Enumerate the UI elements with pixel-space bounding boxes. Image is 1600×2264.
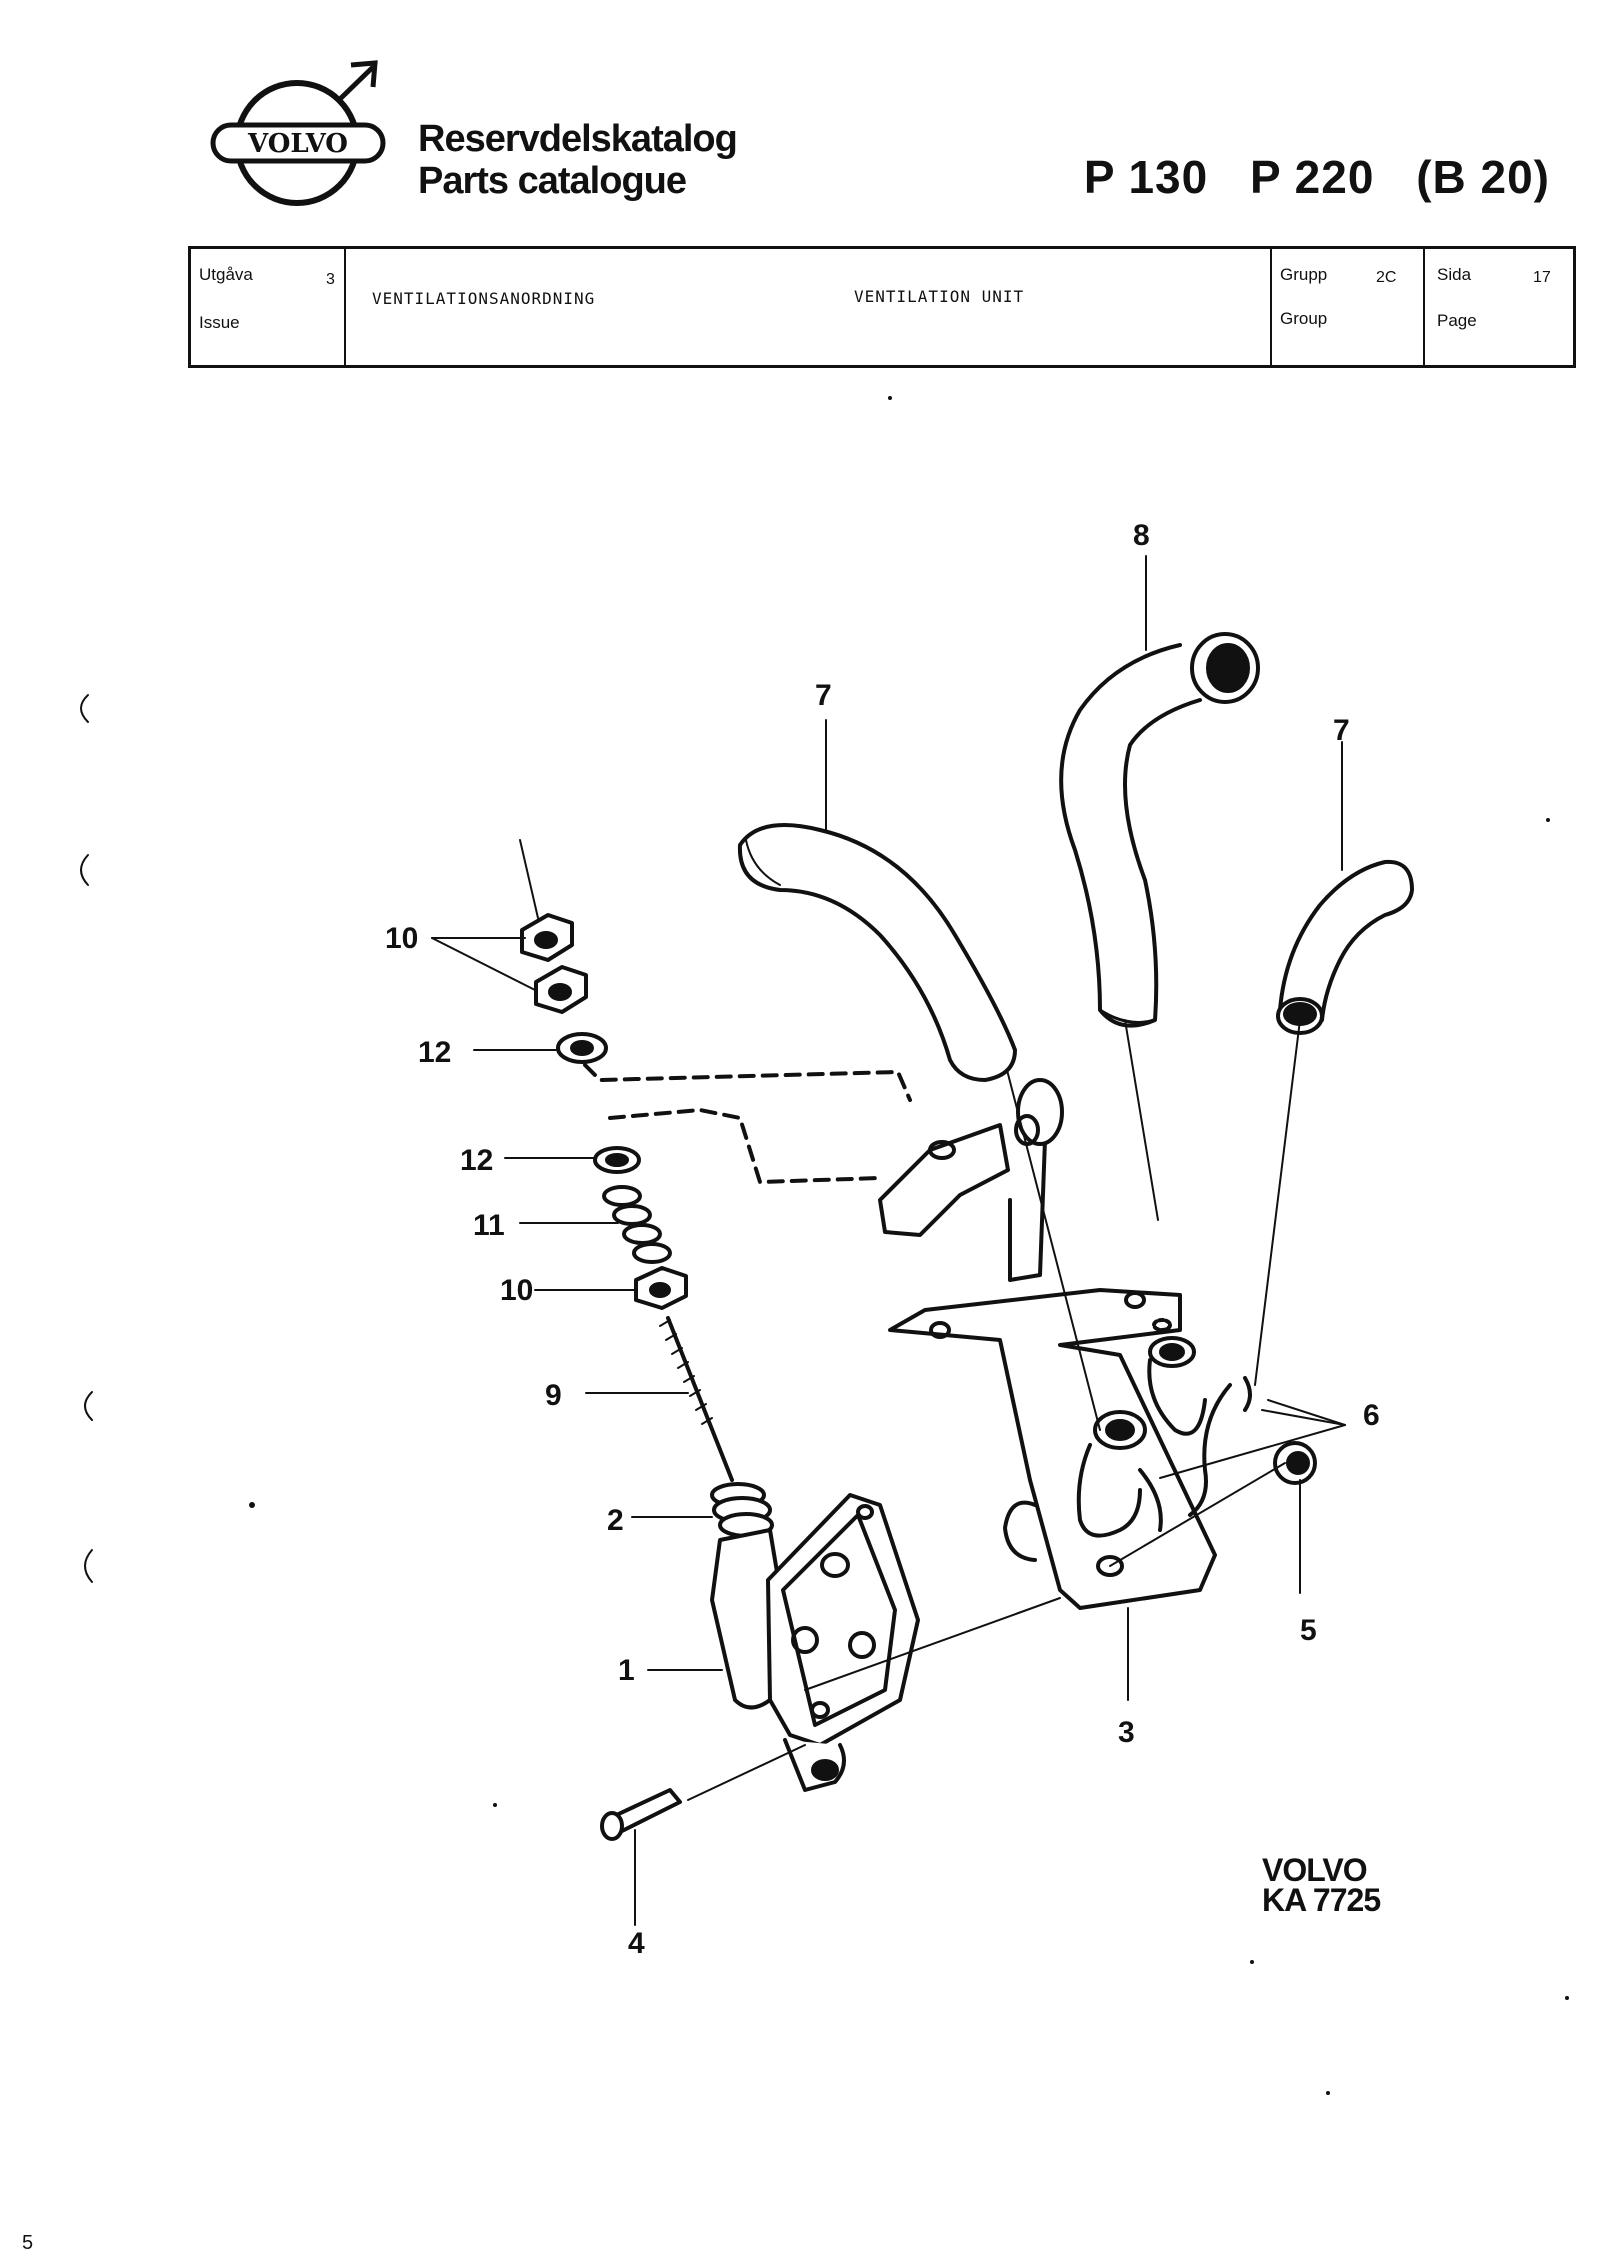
- model-designation: P 130 P 220 (B 20): [1056, 150, 1550, 204]
- group-value: 2C: [1376, 269, 1397, 286]
- callout-6: 6: [1363, 1399, 1380, 1432]
- description-sv: VENTILATIONSANORDNING: [372, 289, 596, 308]
- dashed-assembly-lines: [583, 1063, 912, 1184]
- callout-10-top: 10: [385, 922, 418, 955]
- page-value: 17: [1533, 269, 1551, 286]
- callout-5: 5: [1300, 1614, 1317, 1647]
- reference-line-2: KA 7725: [1262, 1882, 1381, 1918]
- callout-9: 9: [545, 1379, 562, 1412]
- description-cell: VENTILATIONSANORDNING VENTILATION UNIT: [346, 249, 1272, 365]
- callout-8: 8: [1133, 519, 1150, 552]
- page-cell: Sida 17 Page: [1425, 249, 1573, 365]
- group-label-sv: Grupp: [1280, 265, 1328, 284]
- catalogue-title-sv: Reservdelskatalog: [418, 118, 738, 160]
- callout-12-lower: 12: [460, 1144, 493, 1177]
- binding-hole-marks: [80, 694, 93, 1583]
- callout-7-left: 7: [815, 679, 832, 712]
- model-1: P 130: [1083, 151, 1209, 203]
- callout-labels: 8 7 7 10 12 12 11 10 9 6 2 5 1 3 4: [385, 519, 1380, 1960]
- part-5-washer: [1273, 1441, 1317, 1485]
- part-2-seal: [710, 1482, 774, 1538]
- part-9-threaded-rod: [659, 1316, 734, 1482]
- callout-4: 4: [628, 1927, 645, 1960]
- part-bracket-upper: [878, 1078, 1064, 1282]
- part-12-washer-lower: [593, 1146, 641, 1174]
- reference-line-1: VOLVO: [1262, 1852, 1368, 1888]
- model-2: P 220: [1250, 151, 1375, 203]
- volvo-logo: VOLVO: [210, 60, 386, 206]
- part-7-hose-left: [737, 823, 1017, 1082]
- drawing-reference: VOLVO KA 7725: [1262, 1852, 1381, 1918]
- logo-wordmark: VOLVO: [247, 129, 348, 159]
- part-4-bolt: [600, 1788, 682, 1841]
- issue-cell: Utgåva 3 Issue: [191, 249, 346, 365]
- part-10-nuts-top: [520, 913, 588, 1014]
- group-cell: Grupp 2C Group: [1272, 249, 1425, 365]
- issue-label-sv: Utgåva: [199, 265, 253, 284]
- callout-7-right: 7: [1333, 714, 1350, 747]
- callout-10-lower: 10: [500, 1274, 533, 1307]
- part-7-hose-right: [1276, 859, 1414, 1035]
- part-6-elbows: [1076, 1318, 1252, 1538]
- callout-11: 11: [473, 1209, 505, 1242]
- part-8-hose-middle: [1059, 632, 1260, 1028]
- footer-mark: 5: [22, 2232, 34, 2254]
- part-12-washer-top: [556, 1032, 608, 1064]
- description-en: VENTILATION UNIT: [854, 287, 1025, 306]
- callout-2: 2: [607, 1504, 624, 1537]
- issue-value: 3: [326, 271, 335, 288]
- scan-specks: [249, 396, 1569, 2095]
- callout-3: 3: [1118, 1716, 1135, 1749]
- engine-code: (B 20): [1416, 151, 1550, 203]
- callout-1: 1: [618, 1654, 635, 1687]
- page-label-en: Page: [1437, 311, 1477, 330]
- group-label-en: Group: [1280, 309, 1328, 328]
- part-1-valve-housing: [710, 1493, 920, 1792]
- issue-label-en: Issue: [199, 313, 240, 332]
- leader-lines: [431, 555, 1346, 1926]
- part-3-bracket: [888, 1288, 1217, 1610]
- callout-12-top: 12: [418, 1036, 451, 1069]
- part-11-spring: [602, 1185, 672, 1264]
- catalogue-title-en: Parts catalogue: [418, 160, 687, 202]
- part-10-nut-lower: [634, 1266, 688, 1310]
- page-label-sv: Sida: [1437, 265, 1472, 284]
- catalogue-info-table: Utgåva 3 Issue VENTILATIONSANORDNING VEN…: [188, 246, 1576, 368]
